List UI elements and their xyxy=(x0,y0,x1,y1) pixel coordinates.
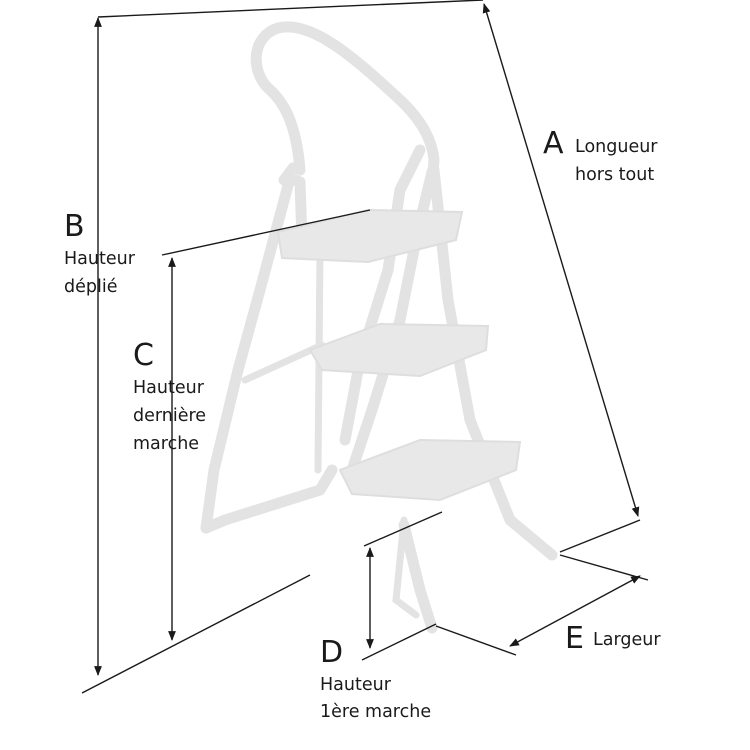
dimension-e-left-extension xyxy=(435,625,517,656)
label-d: D Hauteur 1ère marche xyxy=(320,635,431,722)
label-c: C Hauteur dernière marche xyxy=(133,338,206,454)
label-e-letter: E xyxy=(565,621,584,656)
label-c-letter: C xyxy=(133,338,154,373)
label-d-line-2: 1ère marche xyxy=(320,702,431,722)
label-b: B Hauteur déplié xyxy=(64,209,136,297)
dimension-d-ground xyxy=(361,623,437,661)
dimension-a-bottom-extension xyxy=(559,519,641,553)
label-a-line-2: hors tout xyxy=(575,165,654,185)
label-a-letter: A xyxy=(543,126,564,161)
dimension-a-top-extension xyxy=(97,0,484,18)
label-d-line-1: Hauteur xyxy=(320,675,392,695)
label-d-letter: D xyxy=(320,635,343,670)
dimension-a-line xyxy=(482,3,640,517)
label-c-line-2: dernière xyxy=(133,406,206,426)
dimension-e-right-extension xyxy=(559,554,649,581)
ladder-illustration xyxy=(200,21,558,634)
dimension-e-line xyxy=(509,575,641,647)
label-b-letter: B xyxy=(64,209,85,244)
label-c-line-3: marche xyxy=(133,434,199,454)
label-c-line-1: Hauteur xyxy=(133,378,205,398)
dimension-c-extension xyxy=(161,209,371,256)
ground-line xyxy=(81,574,311,694)
label-a: A Longueur hors tout xyxy=(543,126,658,185)
label-a-line-1: Longueur xyxy=(575,137,658,157)
label-e-line-1: Largeur xyxy=(593,630,661,650)
label-b-line-1: Hauteur xyxy=(64,249,136,269)
dimension-d-extension xyxy=(363,511,443,547)
dimension-lines xyxy=(81,0,649,694)
label-e: E Largeur xyxy=(565,621,661,656)
label-b-line-2: déplié xyxy=(64,277,117,297)
